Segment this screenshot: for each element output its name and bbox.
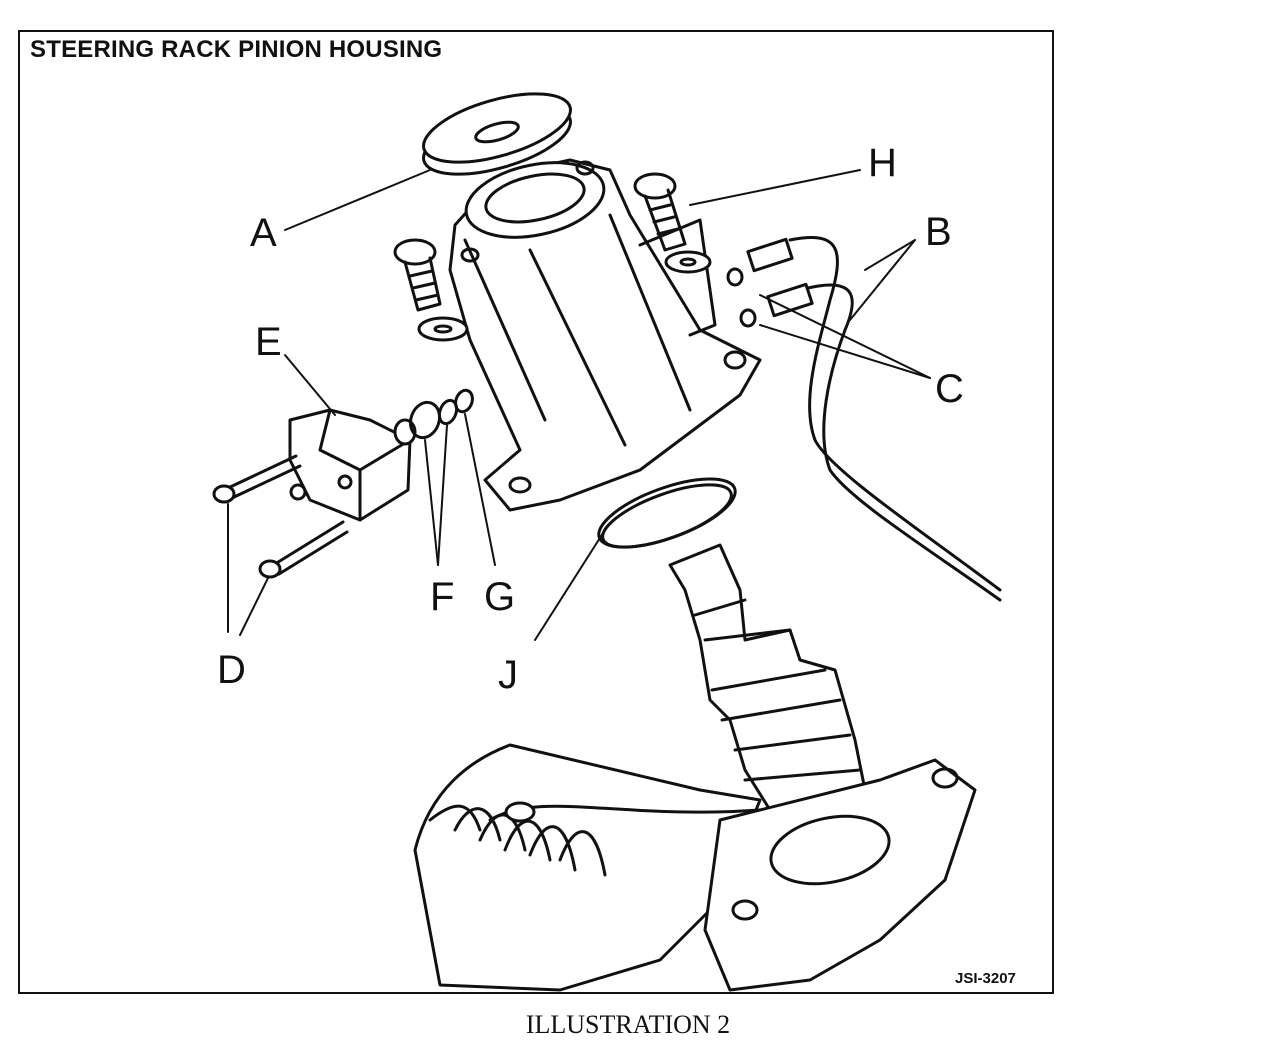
mounting-bolt-right [633,172,712,274]
screws-d [212,454,349,579]
callout-f: F [430,575,454,619]
pinion-housing [448,158,762,512]
figure-title: STEERING RACK PINION HOUSING [30,36,443,63]
cover-cap [422,92,572,176]
leader-lines [227,169,931,641]
valve-block [288,408,417,522]
callout-j: J [498,653,518,697]
illustration-caption: ILLUSTRATION 2 [525,1010,731,1039]
callout-c: C [935,367,964,411]
callout-d: D [217,648,246,692]
figure-code: JSI-3207 [955,970,1016,987]
o-rings-c [726,267,757,328]
callout-b: B [925,210,952,254]
callout-h: H [868,141,897,185]
callout-g: G [484,575,515,619]
callout-a: A [250,211,277,255]
rack-housing [413,743,977,992]
seals-f-g [408,388,474,440]
fluid-lines [746,236,1002,602]
mounting-bolt-left [393,238,469,342]
callout-e: E [255,320,282,364]
